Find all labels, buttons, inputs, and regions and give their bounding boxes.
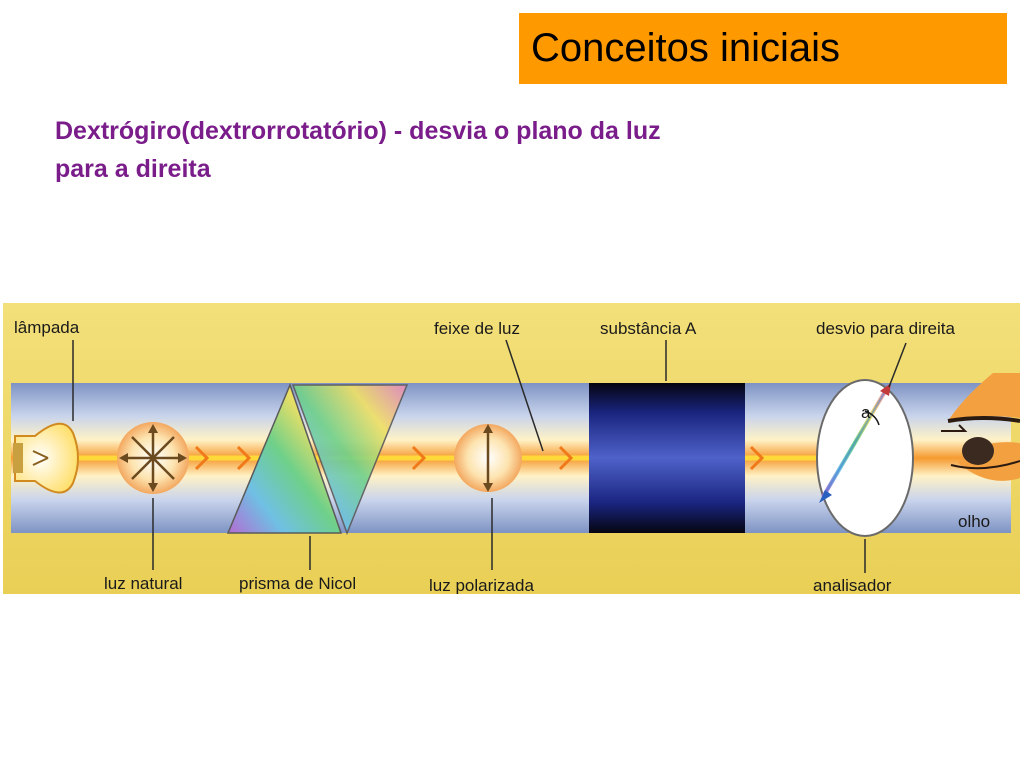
polarimeter-diagram: a lâmpada feixe de luz substância A desv… xyxy=(3,303,1020,594)
substance-box xyxy=(589,383,745,533)
label-natural-light: luz natural xyxy=(104,574,182,593)
label-deviation: desvio para direita xyxy=(816,319,955,338)
beam-arrows xyxy=(194,445,765,471)
slide-subtitle: Dextrógiro(dextrorrotatório) - desvia o … xyxy=(55,112,815,188)
label-analyzer: analisador xyxy=(813,576,892,594)
nicol-prism-icon xyxy=(226,382,409,536)
eye-icon xyxy=(941,373,1020,481)
slide-title: Conceitos iniciais xyxy=(531,26,841,70)
label-nicol-prism: prisma de Nicol xyxy=(239,574,356,593)
angle-label: a xyxy=(861,403,871,422)
label-eye: olho xyxy=(958,512,990,531)
subtitle-line-2: para a direita xyxy=(55,155,211,183)
pointer-lines xyxy=(72,339,907,573)
label-substance: substância A xyxy=(600,319,697,338)
natural-light-icon xyxy=(117,422,189,494)
label-polarized-light: luz polarizada xyxy=(429,576,534,594)
label-lamp: lâmpada xyxy=(14,318,80,337)
lamp-icon xyxy=(13,422,79,494)
subtitle-line-1: Dextrógiro(dextrorrotatório) - desvia o … xyxy=(55,117,661,145)
label-light-beam: feixe de luz xyxy=(434,319,520,338)
analyzer-icon: a xyxy=(816,379,914,537)
polarized-light-icon xyxy=(454,424,522,492)
title-box: Conceitos iniciais xyxy=(519,13,1007,84)
